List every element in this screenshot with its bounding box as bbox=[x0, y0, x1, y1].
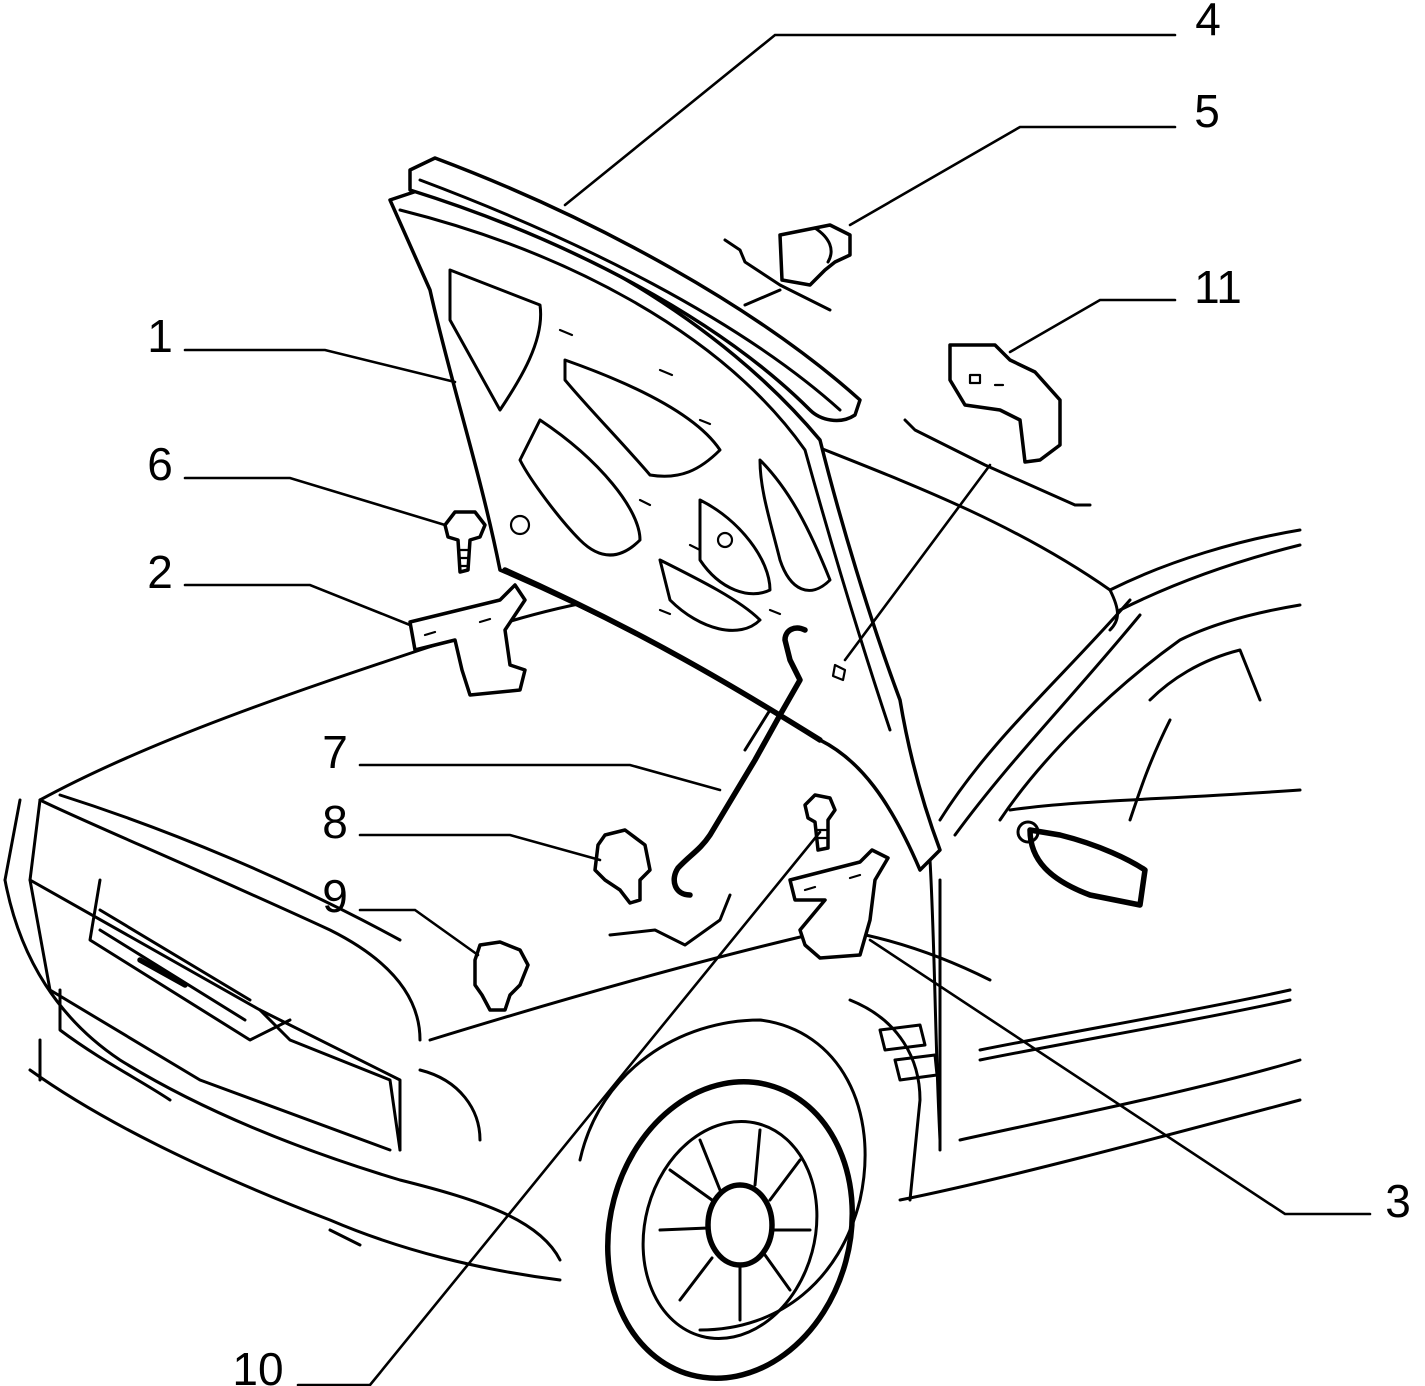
leader-3 bbox=[868, 938, 1372, 1216]
leader-4 bbox=[563, 33, 1177, 207]
wheel-spokes bbox=[658, 1128, 812, 1322]
callout-4: 4 bbox=[1195, 0, 1221, 45]
front-wheel-tire bbox=[605, 1079, 855, 1381]
callout-6: 6 bbox=[147, 438, 173, 490]
side-window bbox=[998, 603, 1302, 822]
latch-11-body bbox=[948, 343, 1062, 464]
part-right-hinge bbox=[788, 848, 890, 960]
callout-3: 3 bbox=[1385, 1175, 1411, 1227]
leader-9 bbox=[358, 908, 480, 957]
callout-1: 1 bbox=[147, 310, 173, 362]
hood-frame-opening-3 bbox=[518, 418, 642, 557]
part-bolt-10 bbox=[803, 793, 837, 852]
wheel-arch bbox=[578, 1018, 867, 1332]
hood-frame-opening-2 bbox=[563, 358, 722, 478]
assembly-brackets bbox=[608, 238, 1092, 947]
roof-line bbox=[1108, 528, 1302, 592]
part-seal-strip bbox=[408, 156, 862, 423]
door-trim bbox=[978, 988, 1292, 1052]
leader-lines bbox=[183, 33, 1372, 1386]
hood-frame-opening-4 bbox=[698, 498, 772, 596]
leader-11 bbox=[1008, 298, 1177, 354]
right-hinge-bracket bbox=[788, 848, 890, 960]
wheel-rim bbox=[641, 1119, 819, 1341]
part-grommet-8 bbox=[593, 828, 652, 905]
part-left-hinge bbox=[408, 583, 527, 697]
leader-8 bbox=[358, 833, 602, 862]
leader-6 bbox=[183, 476, 447, 527]
part-hood bbox=[388, 188, 942, 872]
grille-badge bbox=[137, 957, 188, 988]
side-mirror bbox=[1027, 827, 1148, 908]
left-hinge-bracket bbox=[408, 583, 527, 697]
part-latch-11 bbox=[948, 343, 1062, 464]
leader-2 bbox=[183, 583, 412, 627]
clip-5-body bbox=[778, 223, 852, 287]
car-body bbox=[3, 438, 1302, 1381]
grommet-8-body bbox=[593, 828, 652, 905]
windshield-base bbox=[798, 438, 1112, 592]
callout-2: 2 bbox=[147, 546, 173, 598]
leader-1 bbox=[183, 348, 457, 384]
bolt-10-body bbox=[803, 793, 837, 852]
side-indicator bbox=[878, 1023, 927, 1052]
hood-frame-opening-1 bbox=[448, 268, 543, 412]
hood-latch-slot bbox=[831, 663, 847, 682]
callout-labels: 4 5 11 1 6 2 7 8 9 10 3 bbox=[147, 0, 1411, 1386]
wheel-hub bbox=[705, 1182, 775, 1268]
bolt-6-body bbox=[443, 510, 487, 574]
part-clip-5 bbox=[778, 223, 852, 287]
callout-5: 5 bbox=[1194, 85, 1220, 137]
a-pillar bbox=[938, 598, 1132, 822]
leader-7 bbox=[358, 763, 722, 792]
prop-rod-line bbox=[671, 625, 808, 898]
callout-9: 9 bbox=[322, 870, 348, 922]
part-clip-9 bbox=[473, 940, 530, 1012]
leader-10 bbox=[296, 830, 822, 1386]
part-prop-rod-7 bbox=[671, 625, 808, 898]
leader-5 bbox=[848, 125, 1177, 227]
callout-10: 10 bbox=[232, 1343, 283, 1386]
callout-11: 11 bbox=[1194, 261, 1242, 313]
headlight bbox=[258, 1008, 402, 1152]
grille bbox=[88, 878, 292, 1042]
car-hood-edge bbox=[38, 598, 602, 802]
front-bumper bbox=[3, 878, 562, 1262]
clip-9-body bbox=[473, 940, 530, 1012]
leader-11-bracket bbox=[843, 463, 992, 662]
seal-strip-body bbox=[408, 156, 862, 423]
callout-7: 7 bbox=[322, 726, 348, 778]
callout-8: 8 bbox=[322, 796, 348, 848]
part-bolt-6 bbox=[443, 510, 487, 574]
